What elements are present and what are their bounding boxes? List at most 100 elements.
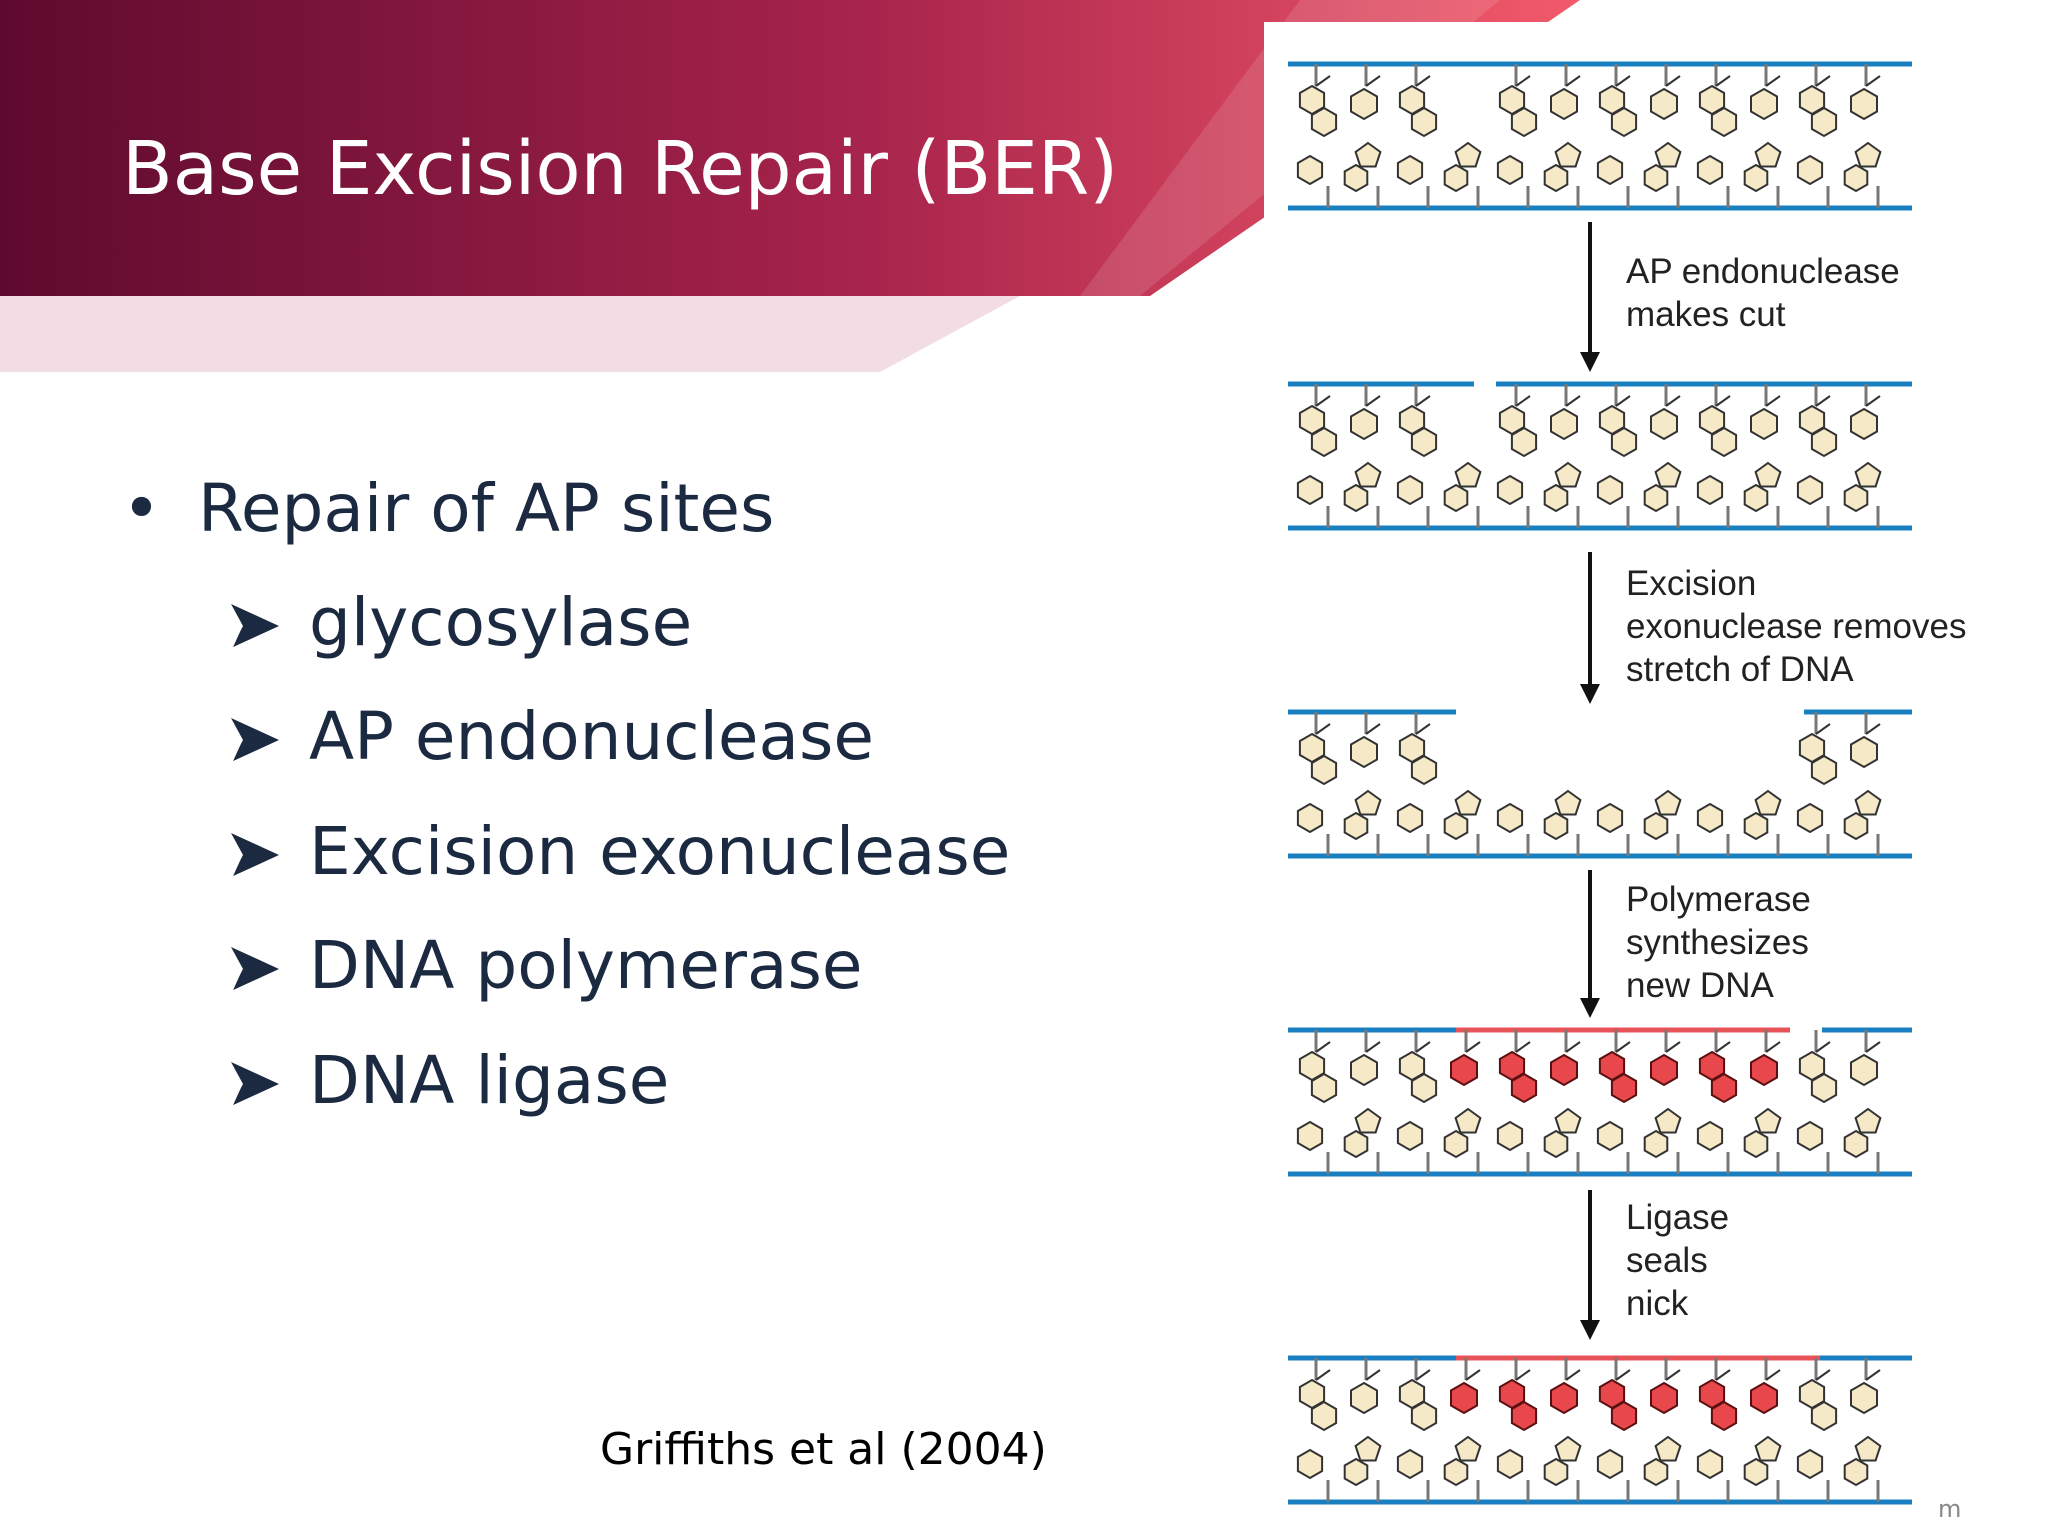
base-bottom-pentagon: [1554, 461, 1582, 488]
base-bottom-hexagon: [1343, 163, 1369, 193]
base-bottom-pentagon: [1654, 461, 1682, 488]
base-bottom-hexagon: [1843, 811, 1869, 841]
base-bottom-ring: [1596, 474, 1624, 506]
top-sugar-link: [1315, 723, 1331, 735]
base-purine-ring: [1310, 1072, 1338, 1104]
base-bottom-ring: [1796, 1120, 1824, 1152]
base-bottom-hexagon: [1343, 483, 1369, 513]
step-label-ligase: Ligase seals nick: [1626, 1196, 1729, 1325]
base-bottom-ring: [1796, 474, 1824, 506]
top-sugar-link: [1465, 1041, 1481, 1053]
new-base-purine-ring: [1610, 1400, 1638, 1432]
base-purine-ring: [1410, 106, 1438, 138]
base-bottom-ring: [1396, 802, 1424, 834]
base-bottom-ring: [1496, 802, 1524, 834]
top-sugar-link: [1865, 723, 1881, 735]
base-bottom-hexagon: [1543, 1457, 1569, 1487]
base-purine-ring: [1410, 1072, 1438, 1104]
base-bottom-hexagon: [1843, 1129, 1869, 1159]
base-bottom-ring: [1796, 1448, 1824, 1480]
top-sugar-link: [1365, 723, 1381, 735]
step-arrow-head-icon: [1580, 1320, 1600, 1340]
base-bottom-ring: [1596, 802, 1624, 834]
base-bottom-hexagon: [1643, 1457, 1669, 1487]
base-bottom-ring: [1596, 1120, 1624, 1152]
new-base-purine-ring: [1510, 1400, 1538, 1432]
base-bottom-ring: [1396, 474, 1424, 506]
base-bottom-hexagon: [1543, 163, 1569, 193]
base-purine-ring: [1810, 426, 1838, 458]
base-bottom-pentagon: [1454, 789, 1482, 816]
base-purine-ring: [1310, 106, 1338, 138]
base-pyrimidine: [1350, 735, 1378, 769]
new-base-pyrimidine: [1650, 1381, 1678, 1415]
top-sugar-link: [1615, 1041, 1631, 1053]
base-purine-ring: [1710, 106, 1738, 138]
base-bottom-hexagon: [1843, 163, 1869, 193]
top-sugar-link: [1765, 75, 1781, 87]
base-bottom-ring: [1296, 474, 1324, 506]
base-bottom-pentagon: [1854, 1435, 1882, 1462]
base-bottom-hexagon: [1443, 811, 1469, 841]
top-sugar-link: [1765, 395, 1781, 407]
base-bottom-hexagon: [1843, 1457, 1869, 1487]
top-sugar-link: [1565, 1041, 1581, 1053]
base-purine-ring: [1510, 426, 1538, 458]
base-bottom-hexagon: [1543, 483, 1569, 513]
base-bottom-hexagon: [1643, 1129, 1669, 1159]
step-label-line: nick: [1626, 1284, 1689, 1323]
base-purine-ring: [1710, 426, 1738, 458]
base-bottom-pentagon: [1554, 789, 1582, 816]
base-bottom-hexagon: [1843, 483, 1869, 513]
top-sugar-link: [1415, 1369, 1431, 1381]
new-base-purine-ring: [1510, 1072, 1538, 1104]
base-pyrimidine: [1850, 87, 1878, 121]
base-bottom-hexagon: [1643, 483, 1669, 513]
bullet-text: Repair of AP sites: [198, 470, 775, 547]
base-bottom-pentagon: [1754, 461, 1782, 488]
base-bottom-pentagon: [1354, 141, 1382, 168]
step-label-ap-endonuclease: AP endonuclease makes cut: [1626, 250, 1900, 336]
top-sugar-link: [1665, 75, 1681, 87]
top-sugar-link: [1615, 395, 1631, 407]
arrow-bullet-icon: [229, 604, 279, 649]
new-base-pyrimidine: [1450, 1381, 1478, 1415]
base-bottom-ring: [1696, 1448, 1724, 1480]
base-bottom-ring: [1296, 154, 1324, 186]
citation: Griffiths et al (2004): [600, 1424, 1047, 1475]
top-sugar-link: [1565, 75, 1581, 87]
base-bottom-ring: [1496, 1120, 1524, 1152]
base-bottom-pentagon: [1454, 461, 1482, 488]
base-pyrimidine: [1650, 87, 1678, 121]
base-bottom-pentagon: [1354, 461, 1382, 488]
base-bottom-hexagon: [1743, 1129, 1769, 1159]
base-bottom-ring: [1296, 1448, 1324, 1480]
sub-bullet-text: DNA ligase: [309, 1042, 670, 1119]
base-purine-ring: [1410, 426, 1438, 458]
new-base-pyrimidine: [1550, 1053, 1578, 1087]
base-bottom-ring: [1496, 154, 1524, 186]
step-label-line: stretch of DNA: [1626, 650, 1854, 689]
step-label-line: seals: [1626, 1241, 1708, 1280]
arrow-bullet-icon: [229, 833, 279, 878]
top-sugar-link: [1415, 1041, 1431, 1053]
base-bottom-ring: [1696, 474, 1724, 506]
base-bottom-pentagon: [1854, 789, 1882, 816]
top-sugar-link: [1765, 1041, 1781, 1053]
base-bottom-pentagon: [1754, 1435, 1782, 1462]
top-sugar-link: [1415, 723, 1431, 735]
base-pyrimidine: [1750, 407, 1778, 441]
base-pyrimidine: [1350, 407, 1378, 441]
new-base-pyrimidine: [1450, 1053, 1478, 1087]
new-base-pyrimidine: [1650, 1053, 1678, 1087]
base-purine-ring: [1410, 1400, 1438, 1432]
base-bottom-pentagon: [1554, 1107, 1582, 1134]
base-bottom-pentagon: [1654, 789, 1682, 816]
top-sugar-link: [1665, 1369, 1681, 1381]
top-sugar-link: [1565, 1369, 1581, 1381]
base-bottom-pentagon: [1854, 461, 1882, 488]
step-label-line: makes cut: [1626, 295, 1786, 334]
base-bottom-pentagon: [1554, 1435, 1582, 1462]
top-sugar-link: [1415, 395, 1431, 407]
base-bottom-ring: [1296, 1120, 1324, 1152]
